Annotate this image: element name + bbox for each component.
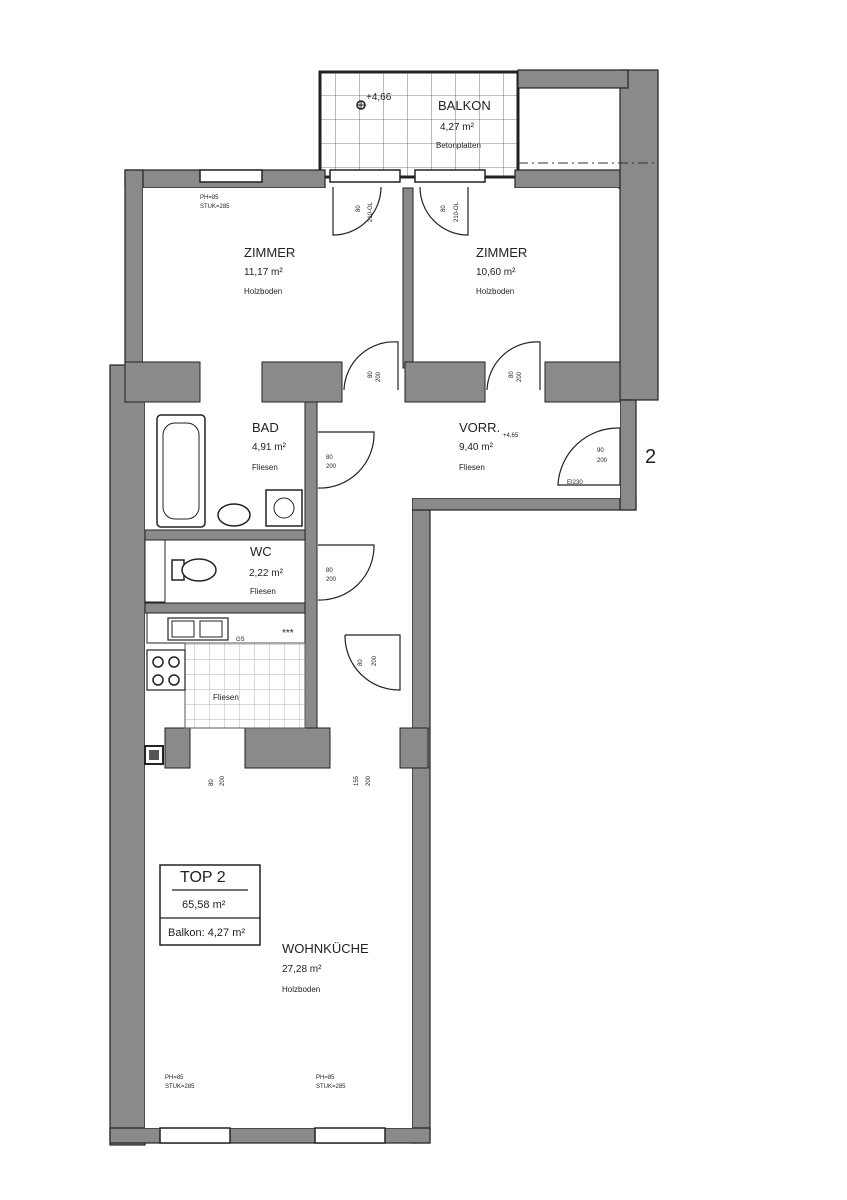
door-width: 80	[326, 568, 333, 574]
door-height: 210-OL	[454, 201, 460, 222]
door-width: 155	[354, 775, 360, 786]
bathtub-icon	[156, 414, 206, 528]
room-area: 10,60 m²	[476, 267, 516, 278]
door-height: 200	[597, 458, 608, 464]
summary-balcony: Balkon: 4,27 m²	[168, 927, 245, 939]
room-floor: Fliesen	[459, 463, 485, 472]
door-dimensions: 80 210-OL 80 210-OL 80 200 80 200 80 200…	[209, 201, 608, 786]
window-ph: PH=85	[200, 195, 219, 201]
door-swing-balcony-right	[419, 186, 469, 236]
room-floor: Fliesen	[250, 587, 276, 596]
gs-label: GS	[236, 637, 245, 643]
balcony-level: +4,66	[366, 92, 392, 103]
window-ph: PH=85	[316, 1075, 335, 1081]
room-name: WC	[250, 544, 272, 559]
kitchen-area: GS *** Fliesen	[146, 612, 306, 729]
room-area: 27,28 m²	[282, 964, 322, 975]
chimney-icon	[144, 745, 164, 765]
room-name: ZIMMER	[244, 245, 295, 260]
door-width: 90	[597, 448, 604, 454]
balcony: +4,66 BALKON 4,27 m² Betonplatten	[318, 70, 520, 179]
interior-walls	[124, 187, 621, 769]
door-swing-zimmer-2	[486, 341, 541, 391]
door-swings	[317, 186, 621, 691]
stove-icon	[146, 649, 186, 691]
tiled-floor	[184, 642, 306, 729]
room-area: 2,22 m²	[249, 568, 284, 579]
room-name: WOHNKÜCHE	[282, 941, 369, 956]
summary-box: TOP 2 65,58 m² Balkon: 4,27 m²	[159, 864, 261, 946]
room-zimmer-2: ZIMMER 10,60 m² Holzboden	[476, 245, 527, 296]
window-stuk: STUK=285	[165, 1084, 195, 1090]
door-height: 200	[326, 464, 337, 470]
room-zimmer-1: ZIMMER 11,17 m² Holzboden PH=85 STUK=285	[200, 195, 295, 296]
door-swing-bad	[317, 431, 375, 489]
door-width: 80	[368, 371, 374, 378]
room-name: BAD	[252, 420, 279, 435]
window-stuk: STUK=285	[316, 1084, 346, 1090]
door-height: 200	[366, 775, 372, 786]
kitchen-floor: Fliesen	[213, 693, 239, 702]
door-height: 200	[220, 775, 226, 786]
shower-tray-icon	[265, 489, 303, 527]
room-area: 9,40 m²	[459, 442, 494, 453]
door-swing-balcony-left	[332, 186, 382, 236]
room-name: VORR.	[459, 420, 500, 435]
sink-icon	[217, 503, 251, 527]
level-value: +4,65	[503, 433, 519, 439]
kitchen-sink-icon	[167, 617, 229, 641]
balcony-name: BALKON	[438, 98, 491, 113]
window-ph: PH=85	[165, 1075, 184, 1081]
door-width: 80	[326, 455, 333, 461]
door-height: 200	[517, 371, 523, 382]
door-height: 200	[376, 371, 382, 382]
summary-title: TOP 2	[180, 869, 226, 886]
room-floor: Holzboden	[476, 287, 514, 296]
door-swing-zimmer-1	[343, 341, 399, 391]
room-area: 11,17 m²	[244, 267, 283, 278]
room-wohnkueche: WOHNKÜCHE 27,28 m² Holzboden PH=85 STUK=…	[165, 941, 369, 1090]
door-height: 200	[326, 577, 337, 583]
door-height: 210-OL	[368, 201, 374, 222]
room-floor: Holzboden	[244, 287, 282, 296]
door-swing-kitchen	[344, 634, 401, 691]
door-height: 200	[372, 655, 378, 666]
door-swing-entrance	[557, 427, 621, 486]
door-width: 80	[356, 205, 362, 212]
door-width: 80	[209, 779, 215, 786]
room-name: ZIMMER	[476, 245, 527, 260]
toilet-icon	[181, 558, 217, 582]
entrance-label: EI230	[567, 480, 583, 486]
balcony-area: 4,27 m²	[440, 122, 475, 133]
summary-total: 65,58 m²	[182, 899, 226, 911]
room-vorraum: VORR. 9,40 m² Fliesen +4,65 EI230	[459, 420, 583, 486]
stars-label: ***	[282, 628, 294, 639]
door-width: 80	[358, 659, 364, 666]
exterior-walls	[109, 69, 659, 1146]
door-width: 80	[509, 371, 515, 378]
room-wc: WC 2,22 m² Fliesen	[144, 539, 284, 603]
room-bad: BAD 4,91 m² Fliesen	[156, 414, 303, 528]
door-swing-wc	[317, 544, 375, 601]
windows	[159, 169, 486, 1144]
room-floor: Holzboden	[282, 985, 320, 994]
balcony-floor: Betonplatten	[436, 141, 481, 150]
room-area: 4,91 m²	[252, 442, 287, 453]
door-width: 80	[441, 205, 447, 212]
unit-number: 2	[645, 446, 656, 468]
window-stuk: STUK=285	[200, 204, 230, 210]
room-floor: Fliesen	[252, 463, 278, 472]
